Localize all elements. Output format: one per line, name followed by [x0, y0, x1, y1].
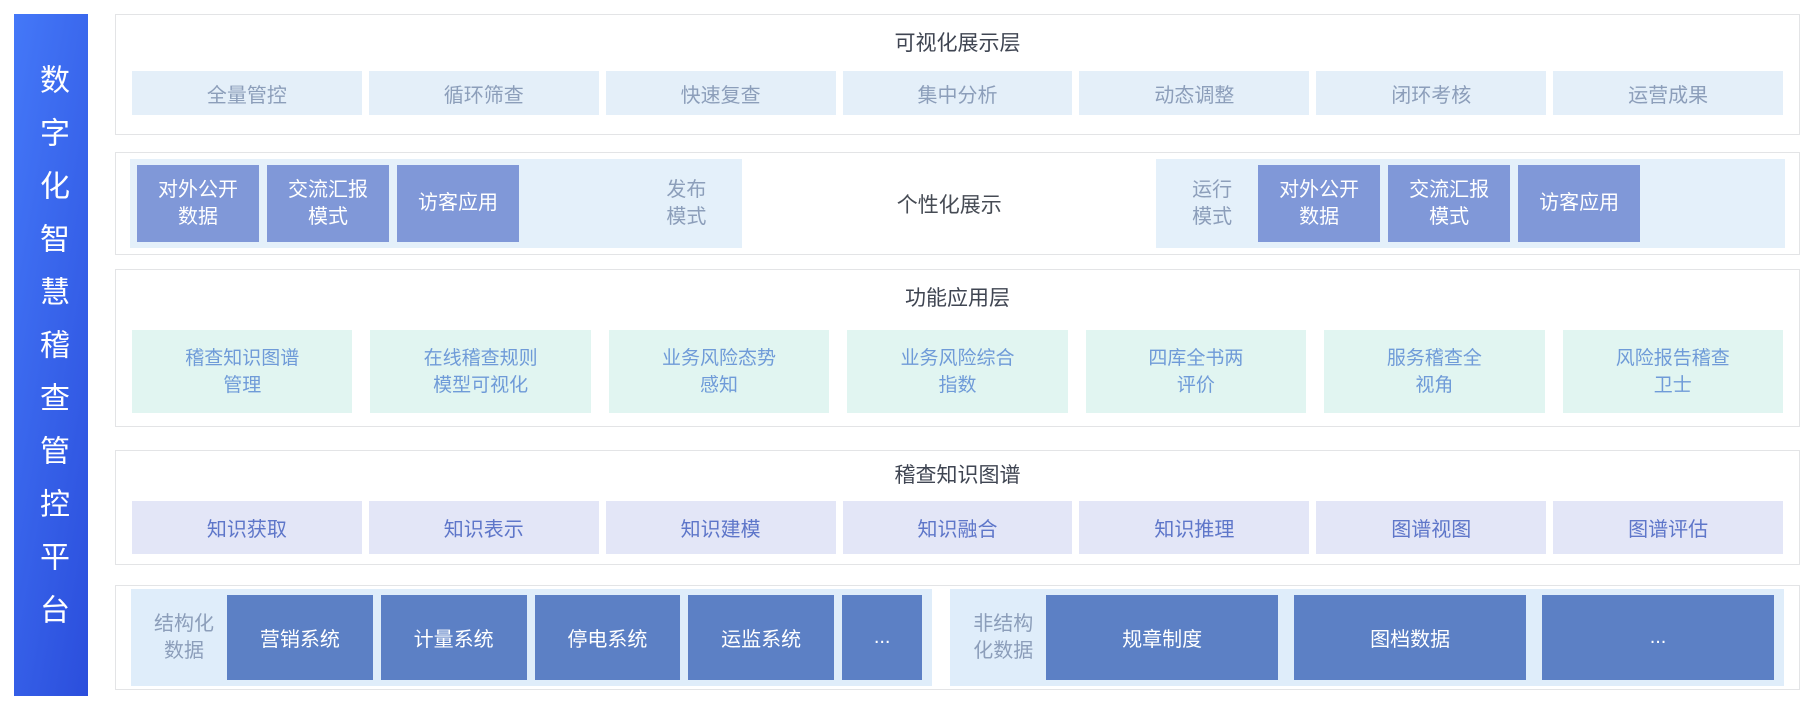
- unstructured-system-box: 规章制度: [1046, 595, 1279, 680]
- knowledge-graph-item: 图谱评估: [1553, 501, 1784, 554]
- unstructured-system-box: 图档数据: [1294, 595, 1527, 680]
- structured-data-label: 结构化 数据: [154, 612, 214, 662]
- layer-display-mode: 对外公开 数据交流汇报 模式访客应用 发布 模式 个性化展示 运行 模式 对外公…: [115, 152, 1800, 255]
- publish-mode-boxes: 对外公开 数据交流汇报 模式访客应用: [137, 165, 519, 242]
- visualization-item: 闭环考核: [1316, 71, 1547, 115]
- function-item: 四库全书两 评价: [1085, 330, 1307, 413]
- function-items: 稽查知识图谱 管理在线稽查规则 模型可视化业务风险态势 感知业务风险综合 指数四…: [116, 330, 1799, 413]
- unstructured-data-group: 非结构 化数据 规章制度图档数据...: [950, 589, 1784, 686]
- unstructured-system-box: ...: [1542, 595, 1774, 680]
- publish-mode-box: 对外公开 数据: [137, 165, 259, 242]
- layer-visualization-title: 可视化展示层: [894, 32, 1021, 55]
- publish-mode-spacer: [519, 165, 640, 242]
- run-mode-spacer: [1640, 165, 1778, 242]
- function-item: 在线稽查规则 模型可视化: [370, 330, 591, 413]
- knowledge-graph-item: 图谱视图: [1316, 501, 1547, 554]
- structured-system-box: 营销系统: [227, 595, 373, 680]
- layer-visualization: 可视化展示层 全量管控循环筛查快速复查集中分析动态调整闭环考核运营成果: [115, 14, 1800, 135]
- structured-system-box: ...: [842, 595, 923, 680]
- publish-mode-box: 访客应用: [397, 165, 519, 242]
- visualization-item: 集中分析: [842, 71, 1073, 115]
- run-mode-group: 运行 模式 对外公开 数据交流汇报 模式访客应用: [1156, 159, 1785, 248]
- layer-knowledge-graph-title: 稽查知识图谱: [894, 464, 1021, 487]
- layer-knowledge-graph: 稽查知识图谱 知识获取知识表示知识建模知识融合知识推理图谱视图图谱评估: [115, 450, 1800, 565]
- visualization-item: 快速复查: [605, 71, 836, 115]
- layer-data-sources: 结构化 数据 营销系统计量系统停电系统运监系统... 非结构 化数据 规章制度图…: [115, 585, 1800, 690]
- run-mode-label: 运行 模式: [1192, 178, 1233, 228]
- unstructured-data-systems: 规章制度图档数据...: [1046, 595, 1774, 680]
- platform-title-bar: 数字化智慧稽查管控平台: [14, 14, 88, 696]
- visualization-items: 全量管控循环筛查快速复查集中分析动态调整闭环考核运营成果: [116, 71, 1799, 115]
- personalized-display-label: 个性化展示: [896, 193, 1002, 217]
- function-item: 业务风险综合 指数: [847, 330, 1068, 413]
- knowledge-graph-item: 知识推理: [1079, 501, 1310, 554]
- diagram-content: 可视化展示层 全量管控循环筛查快速复查集中分析动态调整闭环考核运营成果 对外公开…: [115, 14, 1800, 696]
- publish-mode-box: 交流汇报 模式: [267, 165, 389, 242]
- structured-system-box: 停电系统: [534, 595, 681, 680]
- platform-title: 数字化智慧稽查管控平台: [35, 63, 68, 647]
- structured-data-systems: 营销系统计量系统停电系统运监系统...: [227, 595, 923, 680]
- knowledge-graph-item: 知识融合: [842, 501, 1073, 554]
- function-item: 服务稽查全 视角: [1324, 330, 1545, 413]
- run-mode-box: 交流汇报 模式: [1388, 165, 1511, 242]
- structured-data-group: 结构化 数据 营销系统计量系统停电系统运监系统...: [131, 589, 933, 686]
- run-mode-boxes: 对外公开 数据交流汇报 模式访客应用: [1258, 165, 1641, 242]
- visualization-item: 动态调整: [1079, 71, 1310, 115]
- publish-mode-label: 发布 模式: [666, 178, 707, 228]
- structured-system-box: 运监系统: [688, 595, 835, 680]
- function-item: 风险报告稽查 卫士: [1562, 330, 1783, 413]
- knowledge-graph-item: 知识表示: [368, 501, 599, 554]
- layer-function: 功能应用层 稽查知识图谱 管理在线稽查规则 模型可视化业务风险态势 感知业务风险…: [115, 269, 1800, 427]
- function-item: 稽查知识图谱 管理: [132, 330, 353, 413]
- unstructured-data-label: 非结构 化数据: [973, 612, 1034, 662]
- publish-mode-group: 对外公开 数据交流汇报 模式访客应用 发布 模式: [130, 159, 743, 248]
- visualization-item: 全量管控: [132, 71, 362, 115]
- structured-system-box: 计量系统: [380, 595, 527, 680]
- knowledge-graph-item: 知识获取: [132, 501, 362, 554]
- visualization-item: 运营成果: [1553, 71, 1784, 115]
- layer-function-title: 功能应用层: [905, 287, 1010, 310]
- visualization-item: 循环筛查: [368, 71, 599, 115]
- knowledge-graph-items: 知识获取知识表示知识建模知识融合知识推理图谱视图图谱评估: [116, 501, 1799, 554]
- knowledge-graph-item: 知识建模: [605, 501, 836, 554]
- function-item: 业务风险态势 感知: [608, 330, 830, 413]
- run-mode-box: 访客应用: [1518, 165, 1641, 242]
- run-mode-box: 对外公开 数据: [1258, 165, 1381, 242]
